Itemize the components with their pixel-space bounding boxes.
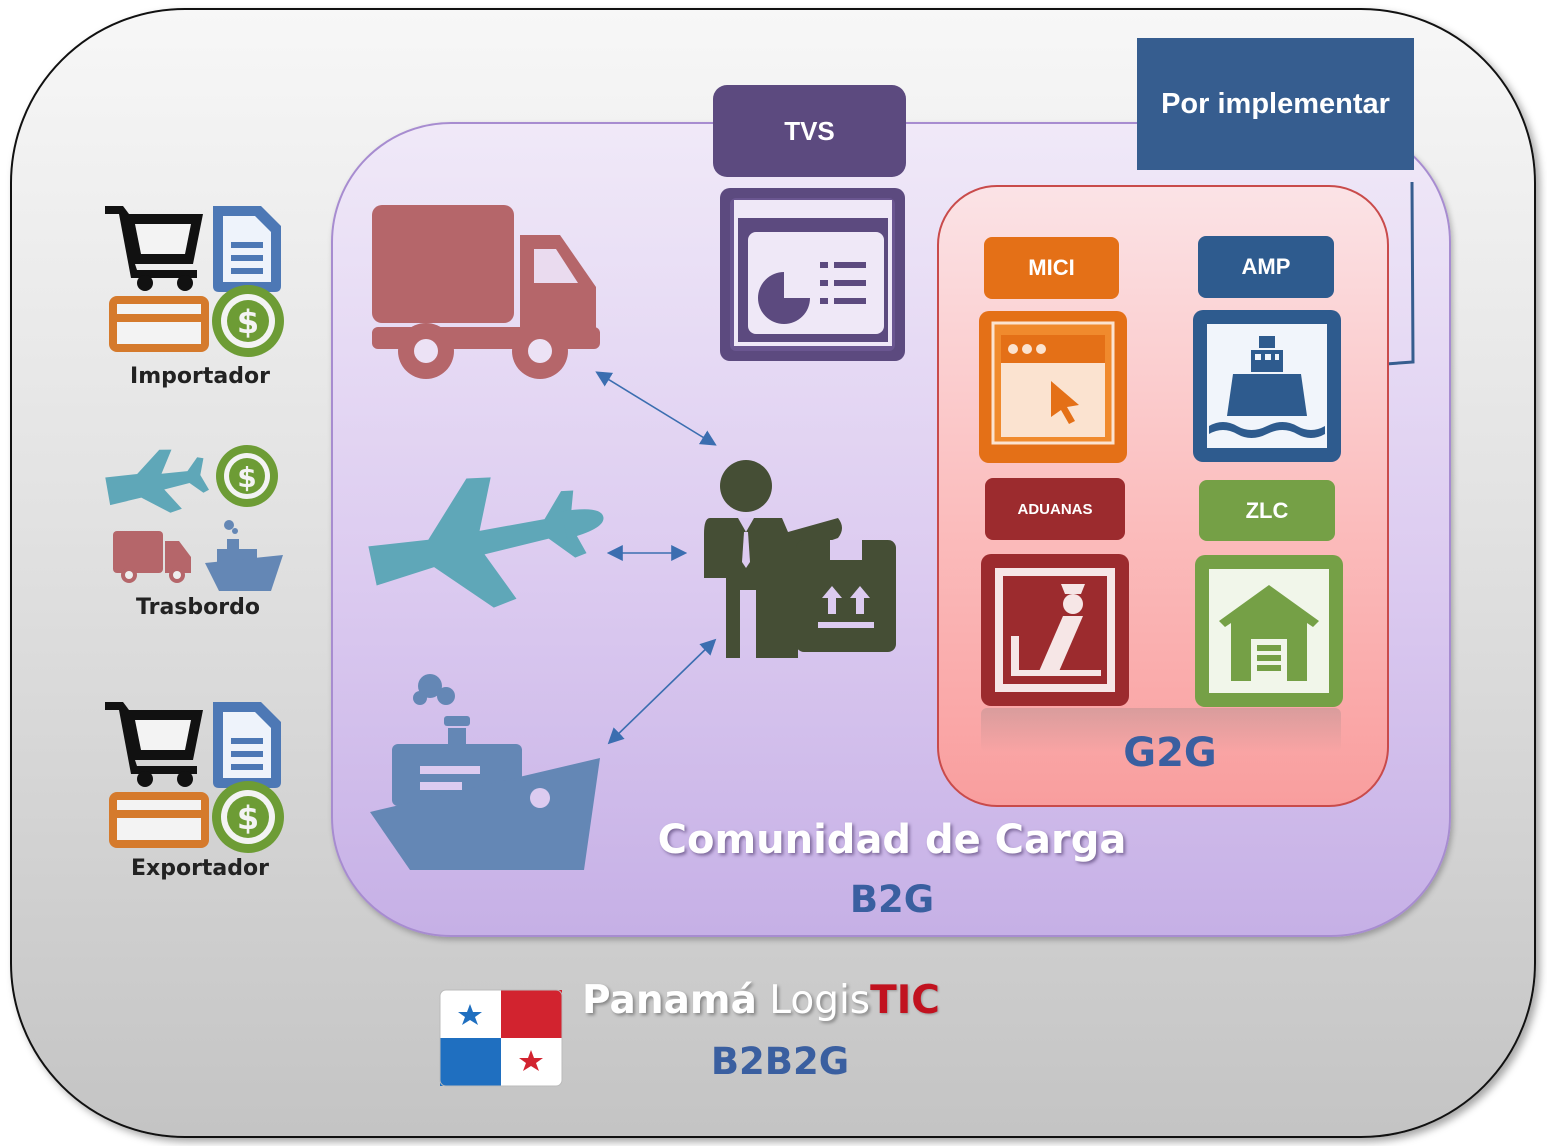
exportador-label: Exportador	[130, 856, 269, 881]
trasbordo-label: Trasbordo	[136, 595, 260, 620]
mici-tag: MICI	[984, 237, 1119, 299]
community-level-label: B2G	[849, 878, 935, 921]
footer-name-part3: TIC	[870, 978, 940, 1023]
tvs-dashboard-icon	[720, 188, 905, 361]
g2g-level-label: G2G	[1123, 730, 1217, 776]
svg-text:$: $	[237, 461, 256, 494]
tile-reflection	[981, 708, 1341, 752]
community-title: Comunidad de Carga	[657, 817, 1127, 863]
truck-icon	[113, 531, 191, 583]
ship-icon	[205, 520, 283, 591]
ship-agent-arrow	[607, 638, 717, 745]
aduanas-label: ADUANAS	[1017, 500, 1093, 518]
importador-label: Importador	[130, 364, 270, 389]
exportador-icon-group: $	[105, 702, 284, 853]
svg-text:$: $	[237, 799, 259, 837]
importador-icon-group: $	[105, 206, 284, 357]
dollar-icon: $	[212, 285, 284, 357]
footer-brand: Panamá LogisTIC	[582, 978, 1002, 1023]
amp-tag: AMP	[1198, 236, 1334, 298]
zlc-tag: ZLC	[1199, 480, 1335, 541]
card-icon	[109, 792, 209, 848]
plane-icon	[368, 477, 604, 608]
panama-flag-icon	[439, 989, 563, 1087]
document-icon	[213, 702, 281, 788]
tvs-label: TVS	[784, 115, 835, 146]
dollar-icon: $	[212, 781, 284, 853]
cart-icon	[105, 702, 203, 787]
por-implementar-tag: Por implementar	[1137, 38, 1414, 170]
trasbordo-icon-group: $	[105, 445, 283, 591]
aduanas-customs-icon	[981, 554, 1129, 706]
footer-name-part2: Logis	[769, 978, 871, 1023]
footer-name-part1: Panamá	[582, 978, 757, 1023]
mici-label: MICI	[1028, 255, 1075, 280]
amp-ship-icon	[1193, 310, 1341, 462]
mici-web-icon	[979, 311, 1127, 463]
por-implementar-label: Por implementar	[1161, 88, 1390, 120]
ship-icon	[370, 674, 600, 870]
svg-text:$: $	[237, 303, 259, 341]
cart-icon	[105, 206, 203, 291]
card-icon	[109, 296, 209, 352]
zlc-label: ZLC	[1245, 497, 1289, 523]
zlc-warehouse-icon	[1195, 555, 1343, 707]
aduanas-tag: ADUANAS	[985, 478, 1125, 540]
dollar-icon: $	[216, 445, 278, 507]
plane-icon	[105, 449, 209, 513]
document-icon	[213, 206, 281, 292]
customs-agent-icon	[704, 460, 896, 658]
truck-agent-arrow	[595, 371, 717, 446]
amp-label: AMP	[1241, 254, 1291, 279]
tvs-tag: TVS	[713, 85, 906, 177]
truck-icon	[372, 205, 600, 379]
footer-level-label: B2B2G	[710, 1040, 850, 1083]
